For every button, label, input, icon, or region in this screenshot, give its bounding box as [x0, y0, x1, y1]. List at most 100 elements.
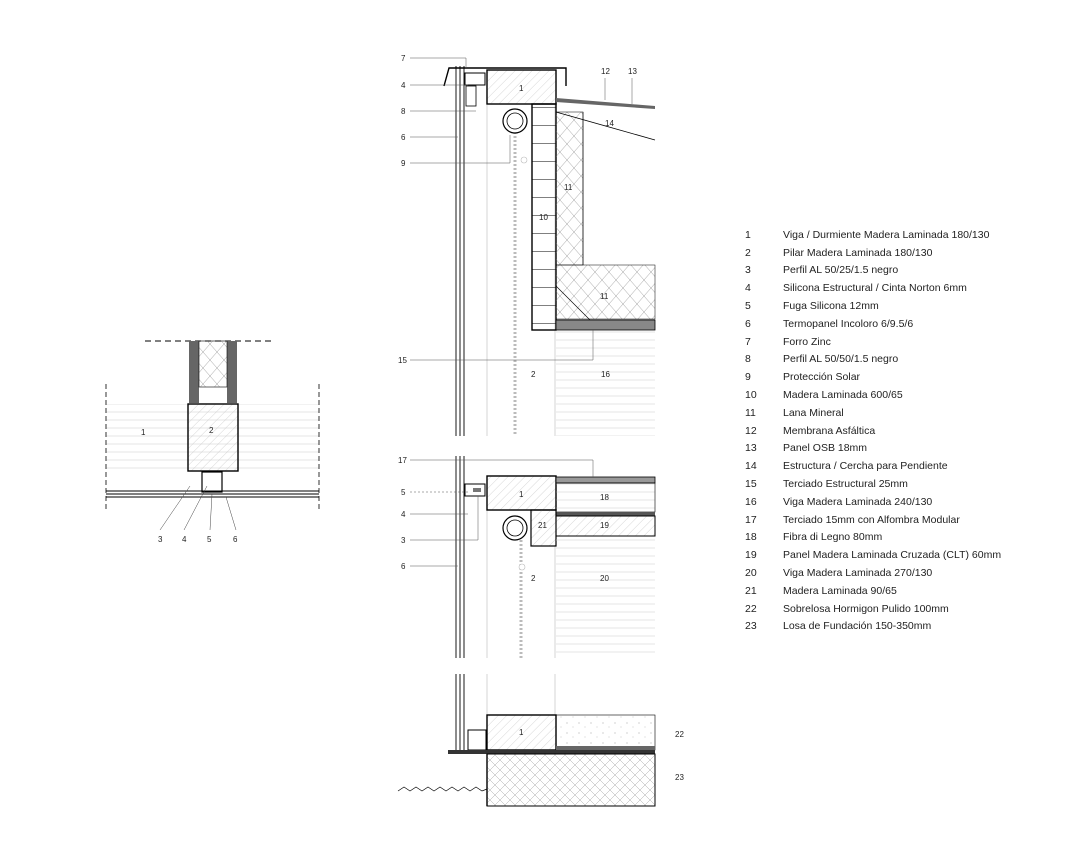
legend-item: 11 Lana Mineral — [745, 404, 1045, 422]
foundation-slab — [486, 753, 656, 807]
legend-label: Forro Zinc — [783, 335, 831, 348]
section-callout: 19 — [600, 521, 609, 530]
legend-number: 3 — [745, 264, 751, 277]
legend-number: 15 — [745, 478, 757, 491]
structural-ply — [555, 319, 656, 331]
legend-label: Estructura / Cercha para Pendiente — [783, 460, 948, 473]
section-callout: 18 — [600, 493, 609, 502]
legend-item: 3 Perfil AL 50/25/1.5 negro — [745, 262, 1045, 280]
legend-item: 12 Membrana Asfáltica — [745, 422, 1045, 440]
section-callout: 1 — [519, 84, 524, 93]
legend-number: 5 — [745, 300, 751, 313]
legend-label: Membrana Asfáltica — [783, 424, 876, 437]
section-callout: 11 — [564, 183, 573, 192]
legend-number: 14 — [745, 460, 757, 473]
legend-number: 2 — [745, 246, 751, 259]
legend-label: Madera Laminada 600/65 — [783, 389, 903, 402]
legend: 1 Viga / Durmiente Madera Laminada 180/13… — [745, 226, 1045, 635]
zinc-flashing — [443, 67, 567, 87]
plan-callout: 1 — [141, 428, 146, 437]
legend-number: 12 — [745, 424, 757, 437]
section-callout: 2 — [531, 574, 536, 583]
wood-fibre — [555, 482, 656, 513]
section-foundation: 1 22 23 — [397, 674, 684, 807]
plan-callout: 5 — [207, 535, 212, 544]
plan-callout: 3 — [158, 535, 163, 544]
beam-20 — [556, 536, 655, 658]
legend-label: Sobrelosa Hormigon Pulido 100mm — [783, 602, 949, 615]
section-callout: 6 — [401, 133, 406, 142]
section-callout: 2 — [531, 370, 536, 379]
legend-number: 18 — [745, 531, 757, 544]
legend-label: Silicona Estructural / Cinta Norton 6mm — [783, 282, 967, 295]
legend-number: 19 — [745, 549, 757, 562]
ground-line — [397, 786, 488, 792]
legend-label: Lana Mineral — [783, 406, 844, 419]
section-callout: 23 — [675, 773, 684, 782]
section-callout: 5 — [401, 488, 406, 497]
legend-label: Losa de Fundación 150-350mm — [783, 620, 932, 633]
concrete-topping — [555, 714, 656, 751]
plan-callout: 2 — [209, 426, 214, 435]
legend-number: 8 — [745, 353, 751, 366]
plan-callout: 6 — [233, 535, 238, 544]
legend-label: Panel OSB 18mm — [783, 442, 868, 455]
solar-roller — [502, 515, 528, 541]
section-callout: 3 — [401, 536, 406, 545]
legend-item: 14 Estructura / Cercha para Pendiente — [745, 457, 1045, 475]
legend-item: 5 Fuga Silicona 12mm — [745, 297, 1045, 315]
legend-item: 18 Fibra di Legno 80mm — [745, 529, 1045, 547]
roof-membrane — [556, 98, 655, 109]
legend-number: 1 — [745, 228, 751, 241]
section-callout: 1 — [519, 728, 524, 737]
legend-label: Fuga Silicona 12mm — [783, 300, 879, 313]
legend-label: Viga / Durmiente Madera Laminada 180/130 — [783, 228, 990, 241]
section-roof: 7 4 8 6 9 12 13 14 11 10 11 15 2 16 1 — [398, 54, 656, 436]
legend-label: Protección Solar — [783, 371, 861, 384]
plan-detail: 1 2 3 4 5 6 — [105, 340, 320, 544]
legend-item: 7 Forro Zinc — [745, 333, 1045, 351]
section-callout: 4 — [401, 81, 406, 90]
legend-label: Terciado Estructural 25mm — [783, 478, 908, 491]
legend-number: 11 — [745, 406, 756, 419]
plan-column — [187, 403, 239, 472]
carpet-ply — [555, 476, 656, 484]
legend-item: 22 Sobrelosa Hormigon Pulido 100mm — [745, 600, 1045, 618]
legend-item: 4 Silicona Estructural / Cinta Norton 6mm — [745, 279, 1045, 297]
legend-number: 4 — [745, 282, 751, 295]
plan-callout: 4 — [182, 535, 187, 544]
legend-number: 20 — [745, 567, 757, 580]
section-callout: 6 — [401, 562, 406, 571]
legend-label: Fibra di Legno 80mm — [783, 531, 883, 544]
legend-label: Perfil AL 50/25/1.5 negro — [783, 264, 899, 277]
section-floor: 17 5 4 3 6 1 18 21 19 2 20 — [398, 456, 656, 658]
section-callout: 22 — [675, 730, 684, 739]
legend-number: 23 — [745, 620, 757, 633]
legend-label: Viga Madera Laminada 240/130 — [783, 495, 933, 508]
legend-label: Perfil AL 50/50/1.5 negro — [783, 353, 899, 366]
legend-number: 7 — [745, 335, 751, 348]
legend-number: 17 — [745, 513, 757, 526]
legend-number: 22 — [745, 602, 757, 615]
section-callout: 4 — [401, 510, 406, 519]
solar-roller — [502, 108, 528, 134]
beam-1-top — [486, 69, 557, 105]
legend-number: 6 — [745, 317, 751, 330]
legend-item: 1 Viga / Durmiente Madera Laminada 180/13… — [745, 226, 1045, 244]
section-callout: 11 — [600, 292, 609, 301]
legend-item: 15 Terciado Estructural 25mm — [745, 475, 1045, 493]
beam-1-floor — [486, 475, 557, 511]
legend-label: Termopanel Incoloro 6/9.5/6 — [783, 317, 914, 330]
section-callout: 7 — [401, 54, 406, 63]
section-callout: 20 — [600, 574, 609, 583]
section-callout: 12 — [601, 67, 610, 76]
